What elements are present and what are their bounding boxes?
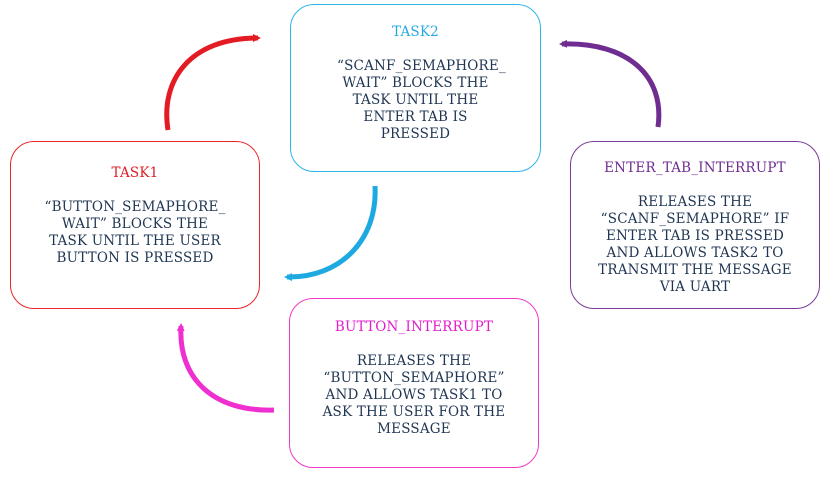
button-interrupt-box: BUTTON_INTERRUPT RELEASES THE “BUTTON_SE…: [289, 298, 539, 468]
button-interrupt-title: BUTTON_INTERRUPT: [334, 319, 494, 335]
button-interrupt-description: RELEASES THE “BUTTON_SEMAPHORE” AND ALLO…: [322, 353, 506, 437]
task2-title: TASK2: [392, 24, 439, 40]
enter-tab-interrupt-title: ENTER_TAB_INTERRUPT: [604, 160, 786, 176]
arrow-button-interrupt-to-task1: [176, 323, 275, 413]
task1-title: TASK1: [111, 165, 159, 181]
task1-description: “BUTTON_SEMAPHORE_ WAIT” BLOCKS THE TASK…: [44, 199, 226, 266]
arrow-task2-to-task1: [284, 185, 378, 282]
task2-box: TASK2 “SCANF_SEMAPHORE_ WAIT” BLOCKS THE…: [290, 4, 541, 172]
task1-box: TASK1 “BUTTON_SEMAPHORE_ WAIT” BLOCKS TH…: [10, 141, 260, 309]
arrow-enter-interrupt-to-task2: [559, 39, 662, 128]
enter-tab-interrupt-description: RELEASES THE “SCANF_SEMAPHORE” IF ENTER …: [598, 194, 792, 295]
arrow-task1-to-task2: [164, 34, 261, 131]
task2-description: “SCANF_SEMAPHORE_ WAIT” BLOCKS THE TASK …: [337, 58, 506, 142]
enter-tab-interrupt-box: ENTER_TAB_INTERRUPT RELEASES THE “SCANF_…: [570, 141, 820, 309]
